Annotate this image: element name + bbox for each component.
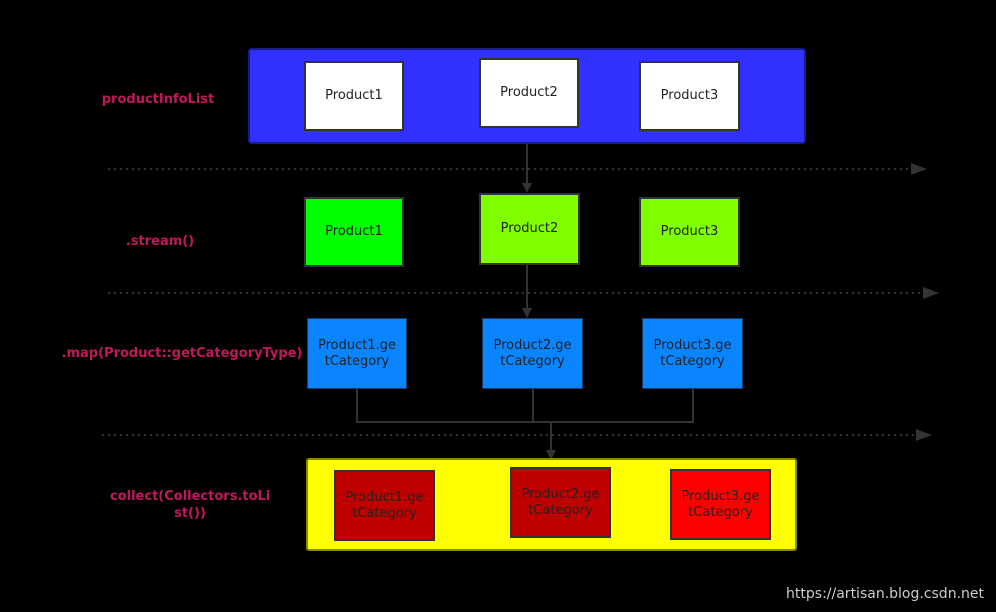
map-product-2: Product2.ge tCategory	[482, 318, 583, 389]
stage-label-collect: collect(Collectors.toLi st())	[110, 489, 271, 521]
list-product-1: Product1	[304, 61, 404, 131]
stream-product-2: Product2	[479, 193, 580, 265]
collect-product-3: Product3.ge tCategory	[670, 469, 771, 540]
list-product-3: Product3	[639, 61, 740, 131]
stage-label-stream: .stream()	[125, 234, 195, 249]
stream-product-3: Product3	[639, 197, 740, 267]
merge-line	[356, 389, 694, 423]
map-product-3: Product3.ge tCategory	[642, 318, 743, 389]
watermark-text: https://artisan.blog.csdn.net	[786, 586, 984, 602]
collect-product-1: Product1.ge tCategory	[334, 470, 435, 541]
stage-label-map: .map(Product::getCategoryType)	[61, 346, 303, 361]
list-product-2: Product2	[479, 58, 579, 128]
map-product-1: Product1.ge tCategory	[307, 318, 407, 389]
collect-product-2: Product2.ge tCategory	[510, 467, 611, 538]
stage-label-list: productInfoList	[101, 92, 215, 107]
stream-product-1: Product1	[304, 197, 404, 267]
